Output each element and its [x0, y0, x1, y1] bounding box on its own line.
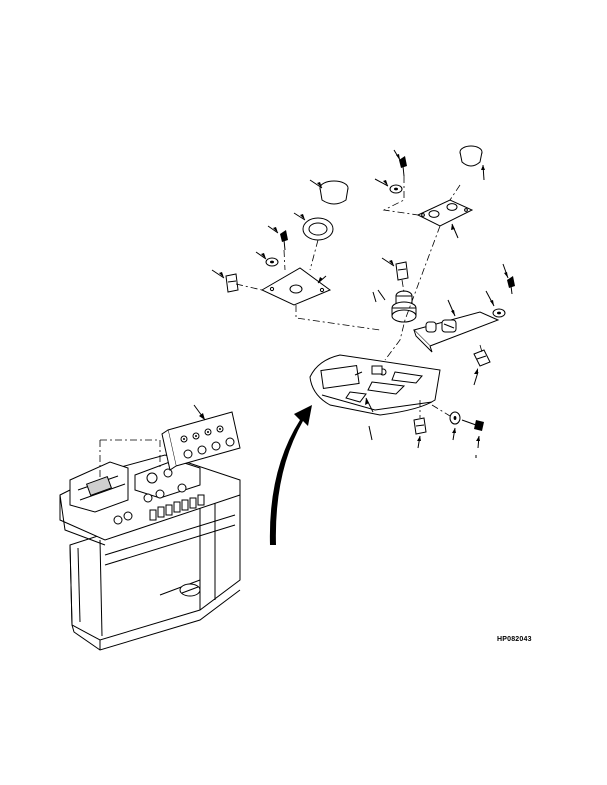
figure-code: HP082043: [497, 636, 532, 643]
washer-top: [374, 178, 403, 194]
mounting-plate-right: [416, 199, 474, 239]
nut-clip-left: [211, 269, 239, 293]
grommet-left: [293, 212, 334, 241]
washer-left: [255, 251, 279, 267]
callout-arrow-panel: [365, 397, 374, 441]
callout-arrow-cluster: [193, 404, 206, 421]
screw-left: [267, 225, 288, 251]
nut-clip-lower: [413, 417, 427, 449]
switch-panel: [309, 354, 441, 416]
screw-top: [393, 149, 407, 177]
washer-lower: [449, 411, 461, 441]
instrument-cluster: [161, 411, 241, 471]
rotary-switch: [372, 289, 417, 323]
washer-right: [485, 290, 506, 318]
mounting-plate-left: [260, 267, 332, 306]
console-assembly: [59, 439, 241, 651]
explode-arrow: [269, 405, 312, 545]
nut-clip-center: [381, 257, 409, 281]
screw-right: [502, 263, 515, 295]
knob-left: [309, 179, 349, 205]
screw-lower: [461, 419, 484, 458]
knob-right: [459, 145, 485, 181]
switch-plate-right: [413, 299, 500, 353]
nut-clip-right: [473, 349, 491, 386]
switch-row: [149, 494, 205, 521]
